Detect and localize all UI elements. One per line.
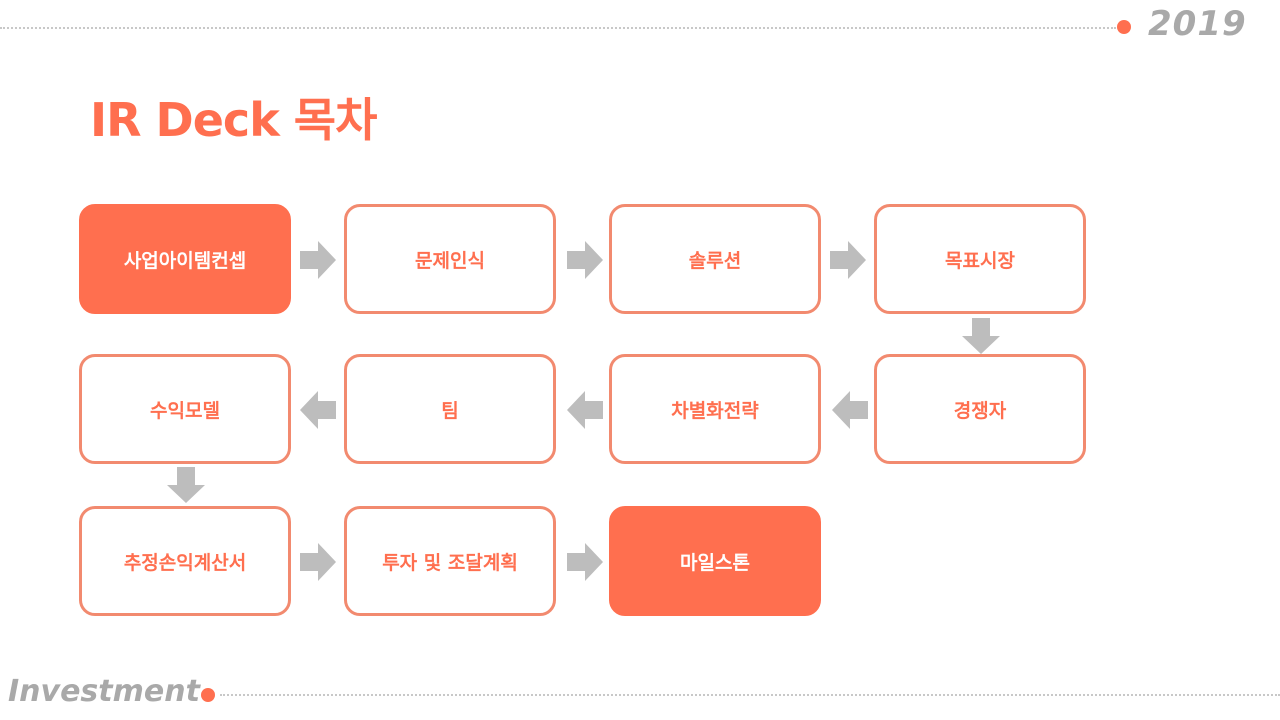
- arrow-left-icon: [832, 391, 868, 429]
- step-investment-plan: 투자 및 조달계획: [344, 506, 556, 616]
- arrow-down-icon: [167, 467, 205, 503]
- header-dot: [1117, 20, 1131, 34]
- arrow-right-icon: [300, 241, 336, 279]
- arrow-right-icon: [830, 241, 866, 279]
- arrow-left-icon: [567, 391, 603, 429]
- step-differentiation: 차별화전략: [609, 354, 821, 464]
- arrow-right-icon: [567, 543, 603, 581]
- step-revenue-model: 수익모델: [79, 354, 291, 464]
- step-business-concept: 사업아이템컨셉: [79, 204, 291, 314]
- arrow-left-icon: [300, 391, 336, 429]
- year-label: 2019: [1148, 4, 1247, 44]
- header-dotted-line: [0, 27, 1116, 29]
- step-projected-pl: 추정손익계산서: [79, 506, 291, 616]
- arrow-right-icon: [300, 543, 336, 581]
- step-problem: 문제인식: [344, 204, 556, 314]
- step-solution: 솔루션: [609, 204, 821, 314]
- arrow-down-icon: [962, 318, 1000, 354]
- footer-label: Investment: [8, 674, 200, 709]
- step-competitors: 경쟁자: [874, 354, 1086, 464]
- footer-dotted-line: [220, 694, 1280, 696]
- step-target-market: 목표시장: [874, 204, 1086, 314]
- step-team: 팀: [344, 354, 556, 464]
- page-title: IR Deck 목차: [90, 93, 377, 147]
- footer-dot: [201, 688, 215, 702]
- arrow-right-icon: [567, 241, 603, 279]
- step-milestone: 마일스톤: [609, 506, 821, 616]
